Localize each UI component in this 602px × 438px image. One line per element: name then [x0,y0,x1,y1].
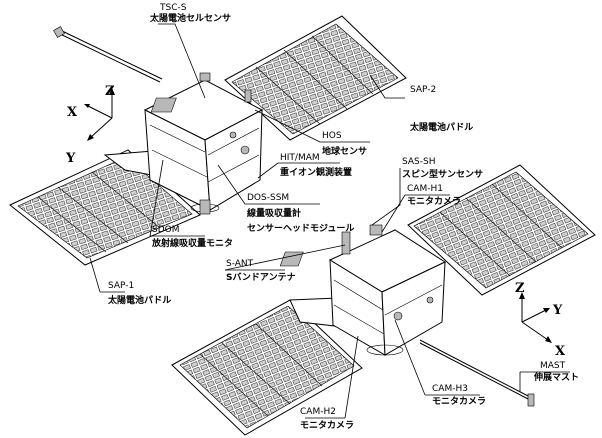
label-mast: MAST [540,361,566,371]
label-hos-jp: 地球センサ [322,145,367,157]
satellite-body-upper [143,72,264,215]
label-cam-h1: CAM-H1 [407,184,443,194]
axis-z-upper: Z [105,84,115,99]
axis-x-lower: X [555,344,566,359]
satellite-upper: Z X Y [9,15,407,266]
mast-boom [419,339,535,407]
label-cam-h2-jp: モニタカメラ [300,419,354,431]
label-sap-1-jp: 太陽電池パドル [107,294,171,306]
satellite-lower: Z Y X [171,164,596,436]
solar-panel-right-lower [407,164,596,296]
label-tsc-s: TSC-S [159,3,187,13]
label-s-ant: S-ANT [226,259,254,269]
axes-lower-right: Z Y X [515,281,566,359]
label-sas-sh-jp: スピン型サンセンサ [402,168,483,180]
boom-upper [53,26,163,83]
label-dos-ssm-jp2: センサーヘッドモジュール [247,223,354,234]
label-hit-mam: HIT/MAM [280,153,320,163]
label-tsc-s-jp: 太陽電池セルセンサ [149,12,231,24]
label-hos: HOS [322,131,342,141]
label-sap-2-jp: 太陽電池パドル [409,121,473,133]
label-cam-h3-jp: モニタカメラ [432,395,486,407]
axis-y-lower: Y [552,303,563,318]
axis-y-upper: Y [65,151,76,166]
label-hit-mam-jp: 重イオン観測装置 [280,166,352,178]
axes-upper-left: Z X Y [65,84,115,166]
label-cam-h1-jp: モニタカメラ [407,195,461,207]
solar-panel-left-lower [171,297,363,436]
axis-z-lower: Z [515,281,525,296]
label-sap-1: SAP-1 [108,281,134,291]
label-s-ant-jp: Sバンドアンテナ [226,272,296,283]
leader-lines [89,23,570,419]
axis-x-upper: X [67,105,78,120]
label-cam-h2: CAM-H2 [300,407,336,417]
label-mast-jp: 伸展マスト [533,371,579,383]
label-dos-ssm-jp: 線量吸収量計 [247,207,301,219]
label-dos-ssm: DOS-SSM [247,193,289,203]
satellite-body-lower [279,224,447,356]
labels: TSC-S 太陽電池セルセンサ SAP-2 太陽電池パドル HOS 地球センサ … [107,3,579,431]
label-cam-h3: CAM-H3 [432,384,468,394]
label-sdom-jp: 放射線吸収量モニタ [151,237,233,249]
label-sap-2: SAP-2 [410,85,436,95]
label-sas-sh: SAS-SH [402,157,435,167]
label-sdom: SDOM [152,225,180,235]
